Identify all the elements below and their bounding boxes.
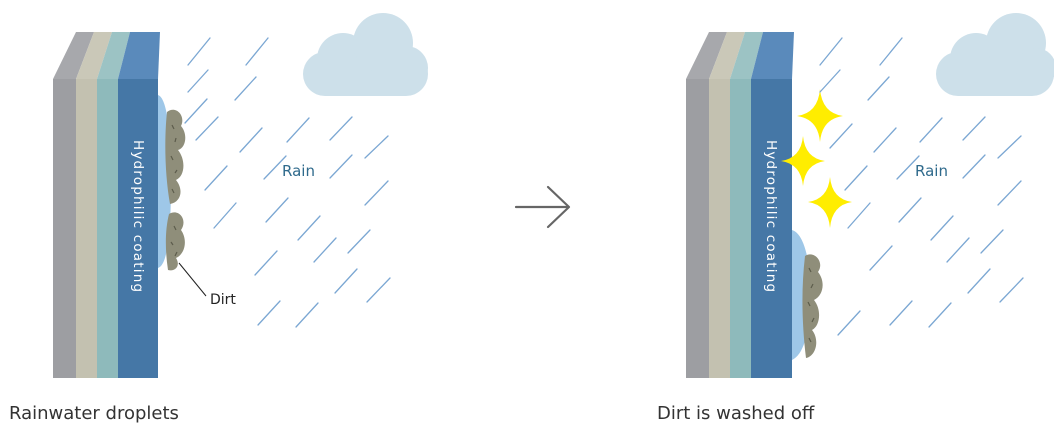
cloud-icon: [936, 13, 1054, 96]
right-caption: Dirt is washed off: [657, 403, 814, 424]
left-rain-label: Rain: [282, 162, 315, 180]
left-dirt-leader: [179, 263, 206, 296]
right-rain-label: Rain: [915, 162, 948, 180]
right-wall-top: [686, 32, 794, 79]
left-panel: Hydrophilic coating Dirt: [53, 13, 428, 378]
left-dirt-clumps: [165, 110, 185, 271]
right-coating-label: Hydrophilic coating: [763, 140, 779, 293]
left-caption: Rainwater droplets: [9, 403, 179, 424]
left-wall-top: [53, 32, 160, 79]
arrow-right-icon: [516, 187, 569, 227]
right-panel: Hydrophilic coating: [686, 13, 1054, 378]
right-dirt-clumps: [802, 254, 822, 358]
cloud-icon: [303, 13, 428, 96]
left-dirt-label: Dirt: [210, 292, 236, 308]
left-coating-label: Hydrophilic coating: [130, 140, 146, 293]
